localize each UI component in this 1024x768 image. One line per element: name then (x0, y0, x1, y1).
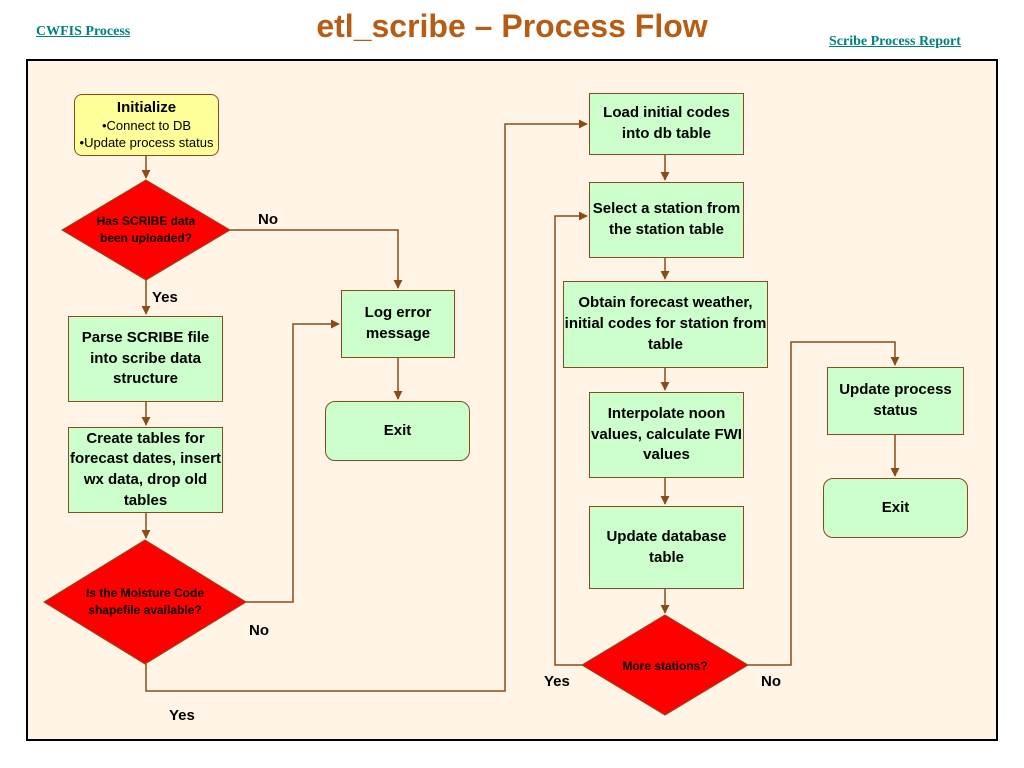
node-initialize: Initialize •Connect to DB •Update proces… (74, 94, 219, 156)
node-update-status-text: Update process status (839, 381, 952, 419)
node-exit-final-text: Exit (881, 498, 910, 516)
node-create-tables-text: Create tables for forecast dates, insert… (70, 429, 221, 509)
node-parse-scribe: Parse SCRIBE file into scribe data struc… (68, 316, 223, 402)
node-log-error-text: Log error message (364, 304, 432, 342)
edge-label-more-yes: Yes (544, 673, 570, 690)
node-select-station: Select a station from the station table (589, 182, 744, 258)
decision-more-text: More stations? (622, 658, 708, 673)
edge-more-no (748, 341, 900, 666)
node-interpolate-text: Interpolate noon values, calculate FWI v… (591, 404, 742, 464)
decision-moisture-diamond (43, 539, 247, 665)
edge-label-moisture-yes: Yes (169, 707, 195, 724)
node-update-status: Update process status (827, 367, 964, 435)
node-log-error: Log error message (341, 290, 455, 358)
node-update-db-text: Update database table (606, 527, 727, 566)
node-load-codes-text: Load initial codes into db table (603, 104, 730, 142)
cwfis-process-link[interactable]: CWFIS Process (36, 24, 131, 39)
page-title: etl_scribe – Process Flow (316, 8, 708, 44)
node-select-station-text: Select a station from the station table (592, 200, 741, 238)
edge-label-more-no: No (761, 673, 781, 690)
node-interpolate: Interpolate noon values, calculate FWI v… (589, 392, 744, 478)
node-update-db: Update database table (589, 506, 744, 589)
node-initialize-bullet: •Connect to DB (101, 117, 192, 133)
edge-moisture-no (246, 319, 340, 603)
decision-more-diamond (581, 614, 749, 716)
edge-scribe-no (230, 229, 403, 289)
edge-label-moisture-no: No (249, 622, 269, 639)
node-initialize-title: Initialize (116, 99, 177, 117)
decision-moisture-text: Is the Moisture Code shapefile available… (85, 586, 204, 617)
edge-label-scribe-no: No (258, 211, 278, 228)
decision-scribe-text: Has SCRIBE data been uploaded? (96, 214, 196, 245)
edge-more-yes (554, 211, 588, 666)
node-obtain-forecast-text: Obtain forecast weather, initial codes f… (564, 294, 767, 353)
node-obtain-forecast: Obtain forecast weather, initial codes f… (563, 281, 768, 368)
node-exit-error: Exit (325, 401, 470, 461)
node-load-codes: Load initial codes into db table (589, 93, 744, 155)
node-create-tables: Create tables for forecast dates, insert… (68, 427, 223, 513)
node-exit-final: Exit (823, 478, 968, 538)
edge-moisture-yes (145, 119, 588, 692)
node-exit-error-text: Exit (383, 421, 412, 439)
node-initialize-bullet: •Update process status (79, 134, 214, 150)
node-parse-scribe-text: Parse SCRIBE file into scribe data struc… (81, 328, 210, 388)
edge-label-scribe-yes: Yes (152, 289, 178, 306)
scribe-process-report-link[interactable]: Scribe Process Report (829, 34, 961, 49)
